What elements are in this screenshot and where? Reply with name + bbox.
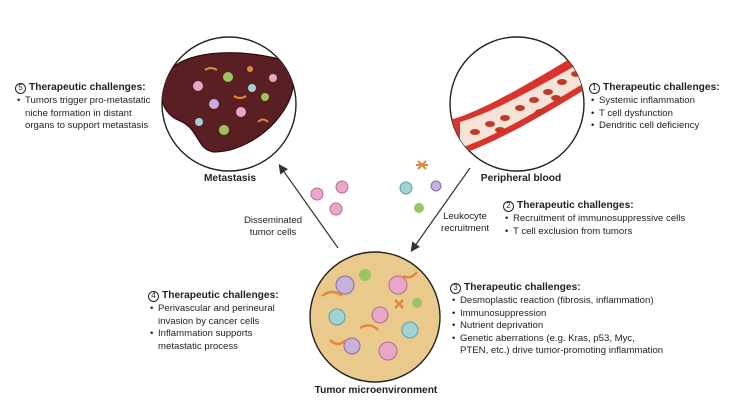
caption-metastasis: Metastasis	[203, 173, 257, 184]
caption-peripheral-blood: Peripheral blood	[480, 173, 562, 184]
number-badge: 4	[148, 290, 159, 302]
challenge-item: Nutrient deprivation	[450, 320, 700, 333]
label-leukocyte-recruitment: Leukocyte recruitment	[441, 211, 489, 234]
challenge-item: Immunosuppression	[450, 308, 700, 321]
challenge-item: Dendritic cell deficiency	[589, 120, 739, 133]
challenge-item: Inflammation supports metastatic process	[148, 328, 303, 353]
challenge-item: Perivascular and perineural invasion by …	[148, 303, 303, 328]
arrow-to-tumor	[410, 167, 471, 252]
number-badge: 5	[15, 82, 26, 94]
arrow-to-metastasis	[278, 164, 339, 249]
challenge-title: Therapeutic challenges:	[517, 200, 634, 211]
label-disseminated-tumor-cells: Disseminated tumor cells	[243, 215, 303, 238]
challenge-title: Therapeutic challenges:	[29, 82, 146, 93]
challenge-item: T cell dysfunction	[589, 108, 739, 121]
challenge-title: Therapeutic challenges:	[162, 290, 279, 301]
challenge-title: Therapeutic challenges:	[603, 82, 720, 93]
challenge-item: Tumors trigger pro-metastatic niche form…	[15, 95, 185, 132]
challenge-item: Genetic aberrations (e.g. Kras, p53, Myc…	[450, 333, 700, 358]
challenge-item: Recruitment of immunosuppressive cells	[503, 213, 733, 226]
challenge-item: T cell exclusion from tumors	[503, 226, 733, 239]
disseminated-cells	[310, 180, 349, 216]
challenge-item: Systemic inflammation	[589, 95, 739, 108]
number-badge: 1	[589, 82, 600, 94]
leukocyte-cells	[399, 160, 442, 213]
number-badge: 2	[503, 200, 514, 212]
blood-vessel-illustration	[449, 36, 585, 172]
challenge-title: Therapeutic challenges:	[464, 282, 581, 293]
caption-tumor-microenvironment: Tumor microenvironment	[314, 385, 438, 396]
challenge-item: Desmoplastic reaction (fibrosis, inflamm…	[450, 295, 700, 308]
liver-illustration	[161, 36, 297, 172]
number-badge: 3	[450, 282, 461, 294]
tumor-microenvironment-illustration	[309, 251, 441, 383]
